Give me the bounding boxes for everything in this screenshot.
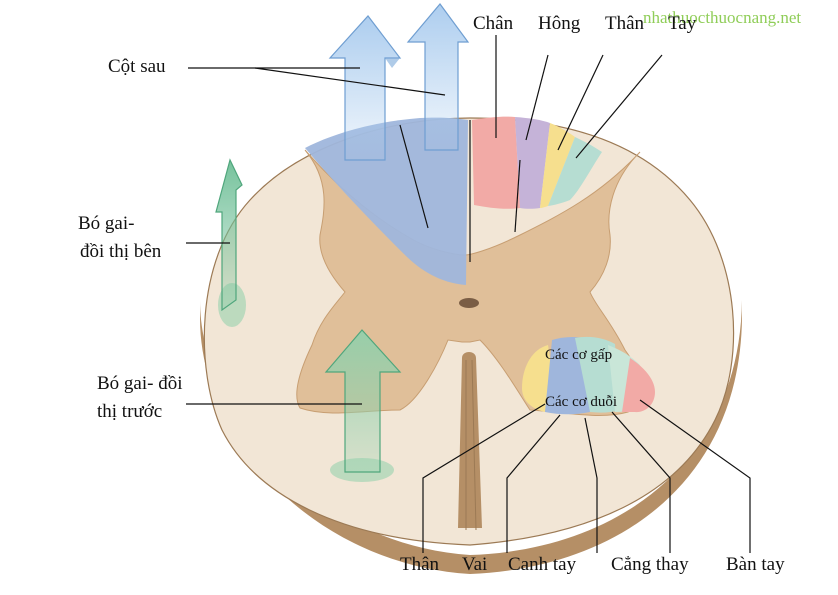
pool-arm xyxy=(575,336,620,413)
pool-hand xyxy=(622,358,655,413)
anterior-fissure xyxy=(458,352,482,528)
arrow-cot-sau-right xyxy=(406,3,470,151)
pool-trunk xyxy=(522,345,552,412)
label-vai: Vai xyxy=(462,554,488,575)
label-cac-co-gap: Các cơ gấp xyxy=(545,347,613,363)
label-bo-gai-truoc-line2: thị trước xyxy=(97,401,163,422)
arrow-bo-gai-truoc xyxy=(324,329,402,482)
label-chan: Chân xyxy=(473,13,514,34)
zone-tay xyxy=(548,137,602,206)
label-hong: Hông xyxy=(538,13,581,34)
label-cang-thay: Cẳng thay xyxy=(611,554,689,575)
label-bo-gai-ben-line2: đồi thị bên xyxy=(80,241,162,262)
arrow-bo-gai-ben xyxy=(215,158,246,327)
zone-chan xyxy=(472,116,520,209)
label-bo-gai-ben-line1: Bó gai- xyxy=(78,213,135,234)
label-ban-tay: Bàn tay xyxy=(726,554,785,575)
label-than-top: Thân xyxy=(605,13,645,34)
central-canal xyxy=(459,298,479,308)
leader-lines xyxy=(186,35,751,553)
label-cac-co-duoi: Các cơ duỗi xyxy=(545,394,618,410)
zone-than xyxy=(540,123,575,208)
label-than-bottom: Thân xyxy=(400,554,440,575)
label-bo-gai-truoc-line1: Bó gai- đồi xyxy=(97,373,183,394)
zone-hong xyxy=(515,117,550,209)
arrow-cot-sau-left xyxy=(328,15,402,161)
label-tay-top: Tay xyxy=(668,13,697,34)
label-cot-sau: Cột sau xyxy=(108,56,166,77)
watermark: nhathuocthuocnang.net xyxy=(643,8,802,27)
label-canh-tay: Canh tay xyxy=(508,554,577,575)
